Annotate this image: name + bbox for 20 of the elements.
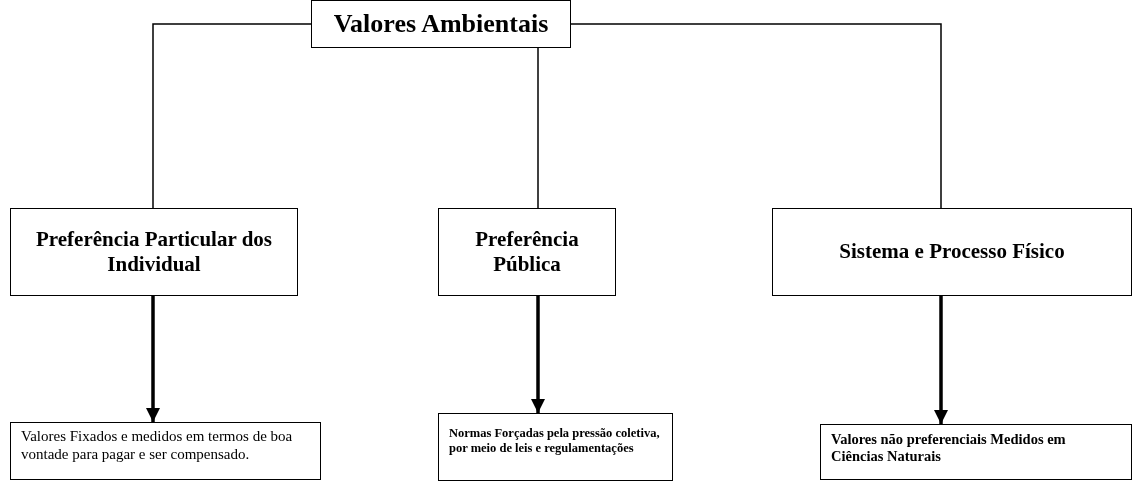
connector-line bbox=[152, 23, 312, 209]
arrow bbox=[531, 296, 545, 413]
text-box bbox=[772, 208, 1132, 296]
box-label: Valores Ambientais bbox=[333, 8, 549, 40]
connector-line bbox=[537, 47, 539, 209]
box-label: Preferência Pública bbox=[474, 226, 580, 278]
text-box bbox=[311, 0, 571, 48]
connector-line bbox=[570, 23, 942, 209]
text-box bbox=[438, 208, 616, 296]
box-label: Valores não preferenciais Medidos em Ciências Naturais bbox=[831, 431, 1067, 466]
text-box bbox=[10, 422, 321, 480]
box-label: Normas Forçadas pela pressão coletiva, por meio de leis e regulamentações bbox=[449, 426, 661, 456]
text-box bbox=[820, 424, 1132, 480]
arrow bbox=[146, 296, 160, 422]
box-label: Sistema e Processo Físico bbox=[839, 239, 1065, 265]
text-box bbox=[438, 413, 673, 481]
box-label: Preferência Particular dos Individual bbox=[35, 226, 273, 278]
arrow bbox=[934, 296, 948, 424]
text-box bbox=[10, 208, 298, 296]
box-label: Valores Fixados e medidos em termos de boa vontade para pagar e ser compensado. bbox=[21, 427, 294, 463]
